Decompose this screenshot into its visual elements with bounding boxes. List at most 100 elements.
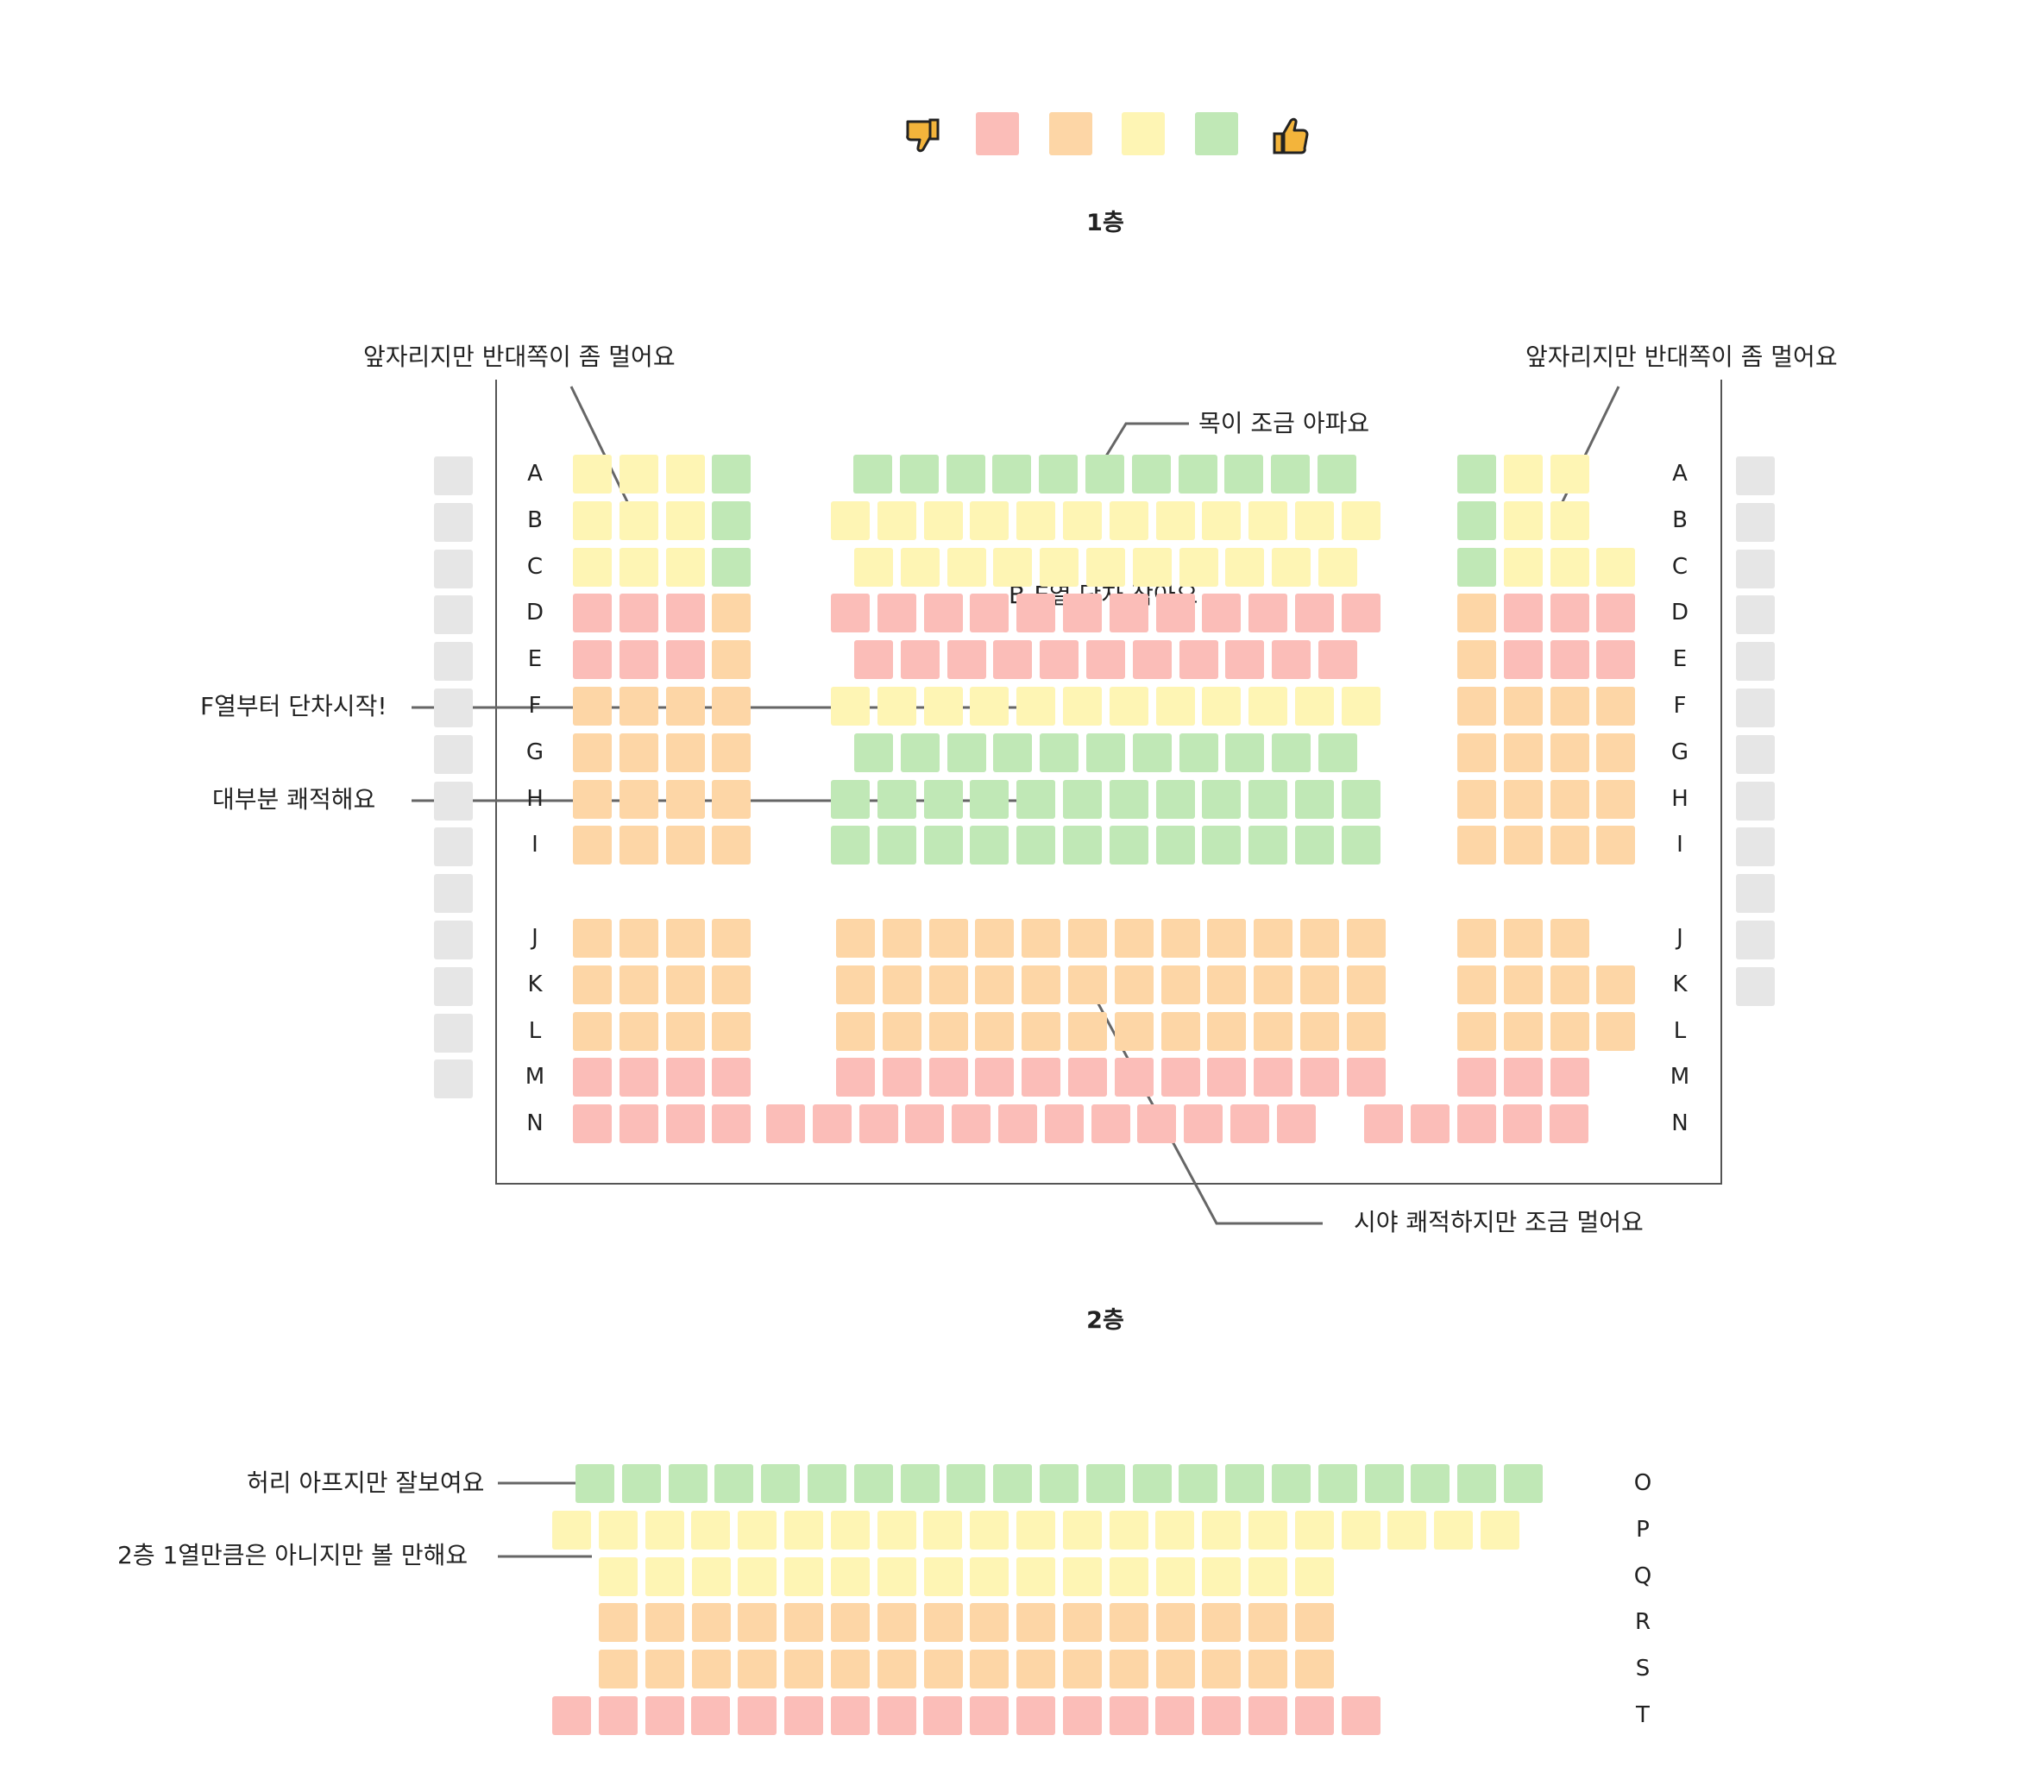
seat-right-N[interactable] (1364, 1104, 1403, 1144)
seat-floor2-S[interactable] (831, 1650, 870, 1689)
seat-center-E[interactable] (993, 640, 1033, 680)
seat-center-I[interactable] (831, 826, 870, 865)
seat-center-H[interactable] (831, 779, 870, 819)
seat-left-N[interactable] (665, 1104, 705, 1144)
seat-floor2-P[interactable] (784, 1510, 823, 1550)
seat-center-E[interactable] (1272, 640, 1311, 680)
seat-center-K[interactable] (975, 965, 1015, 1004)
seat-floor2-P[interactable] (1434, 1510, 1474, 1550)
side-seat-left[interactable] (434, 921, 473, 959)
seat-center-K[interactable] (882, 965, 921, 1004)
seat-center-N[interactable] (1091, 1104, 1130, 1144)
seat-center-C[interactable] (947, 547, 986, 587)
side-seat-left[interactable] (434, 689, 473, 727)
seat-center-F[interactable] (1109, 687, 1148, 726)
seat-floor2-O[interactable] (1179, 1464, 1218, 1503)
seat-floor2-R[interactable] (1248, 1603, 1288, 1643)
seat-center-C[interactable] (1132, 547, 1172, 587)
seat-center-B[interactable] (1248, 500, 1288, 540)
seat-floor2-R[interactable] (1202, 1603, 1242, 1643)
seat-floor2-S[interactable] (1202, 1650, 1242, 1689)
seat-floor2-S[interactable] (784, 1650, 824, 1689)
seat-center-G[interactable] (947, 733, 986, 772)
side-seat-right[interactable] (1736, 921, 1775, 959)
seat-center-J[interactable] (1114, 919, 1154, 958)
seat-left-C[interactable] (619, 547, 658, 587)
side-seat-right[interactable] (1736, 456, 1775, 495)
seat-floor2-R[interactable] (784, 1603, 824, 1643)
seat-center-N[interactable] (1276, 1104, 1316, 1144)
seat-left-A[interactable] (573, 455, 612, 494)
seat-center-L[interactable] (1114, 1011, 1154, 1051)
seat-center-E[interactable] (1086, 640, 1125, 680)
side-seat-left[interactable] (434, 1059, 473, 1099)
seat-left-F[interactable] (712, 687, 752, 726)
seat-floor2-O[interactable] (1225, 1464, 1265, 1503)
seat-center-B[interactable] (1016, 500, 1056, 540)
seat-center-M[interactable] (1207, 1058, 1247, 1097)
seat-center-F[interactable] (923, 687, 963, 726)
seat-floor2-T[interactable] (738, 1696, 777, 1735)
seat-center-K[interactable] (1160, 965, 1200, 1004)
seat-center-C[interactable] (1040, 547, 1079, 587)
seat-floor2-T[interactable] (1294, 1696, 1334, 1735)
seat-right-L[interactable] (1503, 1011, 1543, 1051)
seat-center-G[interactable] (993, 733, 1033, 772)
seat-center-I[interactable] (923, 826, 963, 865)
seat-center-D[interactable] (970, 594, 1009, 633)
seat-right-K[interactable] (1550, 965, 1589, 1004)
seat-floor2-S[interactable] (923, 1650, 963, 1689)
seat-center-N[interactable] (1137, 1104, 1177, 1144)
seat-floor2-P[interactable] (1341, 1510, 1380, 1550)
seat-floor2-Q[interactable] (1202, 1556, 1242, 1596)
seat-right-M[interactable] (1457, 1058, 1496, 1097)
side-seat-left[interactable] (434, 966, 473, 1006)
seat-floor2-R[interactable] (1155, 1603, 1195, 1643)
seat-floor2-S[interactable] (1063, 1650, 1102, 1689)
seat-center-I[interactable] (877, 826, 916, 865)
seat-left-A[interactable] (712, 455, 752, 494)
seat-right-A[interactable] (1503, 455, 1543, 494)
side-seat-right[interactable] (1736, 502, 1775, 542)
seat-center-M[interactable] (1346, 1058, 1386, 1097)
seat-left-L[interactable] (573, 1011, 612, 1051)
seat-center-D[interactable] (1063, 594, 1102, 633)
seat-center-I[interactable] (970, 826, 1009, 865)
seat-left-M[interactable] (712, 1058, 752, 1097)
seat-left-M[interactable] (573, 1058, 612, 1097)
seat-floor2-T[interactable] (1016, 1696, 1055, 1735)
seat-center-K[interactable] (1114, 965, 1154, 1004)
seat-floor2-Q[interactable] (1295, 1556, 1334, 1596)
seat-floor2-P[interactable] (552, 1510, 591, 1550)
seat-floor2-O[interactable] (1457, 1464, 1497, 1503)
seat-floor2-Q[interactable] (599, 1556, 638, 1596)
seat-floor2-Q[interactable] (1109, 1556, 1148, 1596)
seat-center-I[interactable] (1248, 826, 1288, 865)
seat-center-A[interactable] (1178, 455, 1217, 494)
side-seat-left[interactable] (434, 874, 473, 914)
side-seat-right[interactable] (1736, 966, 1775, 1006)
seat-right-N[interactable] (1456, 1104, 1496, 1144)
seat-floor2-P[interactable] (970, 1510, 1009, 1550)
seat-center-F[interactable] (1248, 687, 1288, 726)
seat-center-M[interactable] (1300, 1058, 1339, 1097)
seat-floor2-P[interactable] (1155, 1510, 1195, 1550)
seat-center-D[interactable] (877, 594, 916, 633)
seat-right-L[interactable] (1457, 1011, 1496, 1051)
seat-center-D[interactable] (923, 594, 963, 633)
seat-left-K[interactable] (665, 965, 705, 1004)
seat-floor2-O[interactable] (714, 1464, 754, 1503)
side-seat-right[interactable] (1736, 549, 1775, 588)
seat-floor2-P[interactable] (923, 1510, 963, 1550)
seat-right-I[interactable] (1596, 826, 1636, 865)
seat-right-H[interactable] (1550, 779, 1589, 819)
seat-center-L[interactable] (975, 1011, 1015, 1051)
seat-right-E[interactable] (1503, 640, 1543, 680)
seat-center-A[interactable] (1039, 455, 1079, 494)
seat-center-J[interactable] (1254, 919, 1293, 958)
seat-left-N[interactable] (573, 1104, 612, 1144)
seat-floor2-O[interactable] (1504, 1464, 1543, 1503)
seat-center-K[interactable] (928, 965, 968, 1004)
seat-right-J[interactable] (1550, 919, 1589, 958)
seat-center-E[interactable] (1225, 640, 1265, 680)
